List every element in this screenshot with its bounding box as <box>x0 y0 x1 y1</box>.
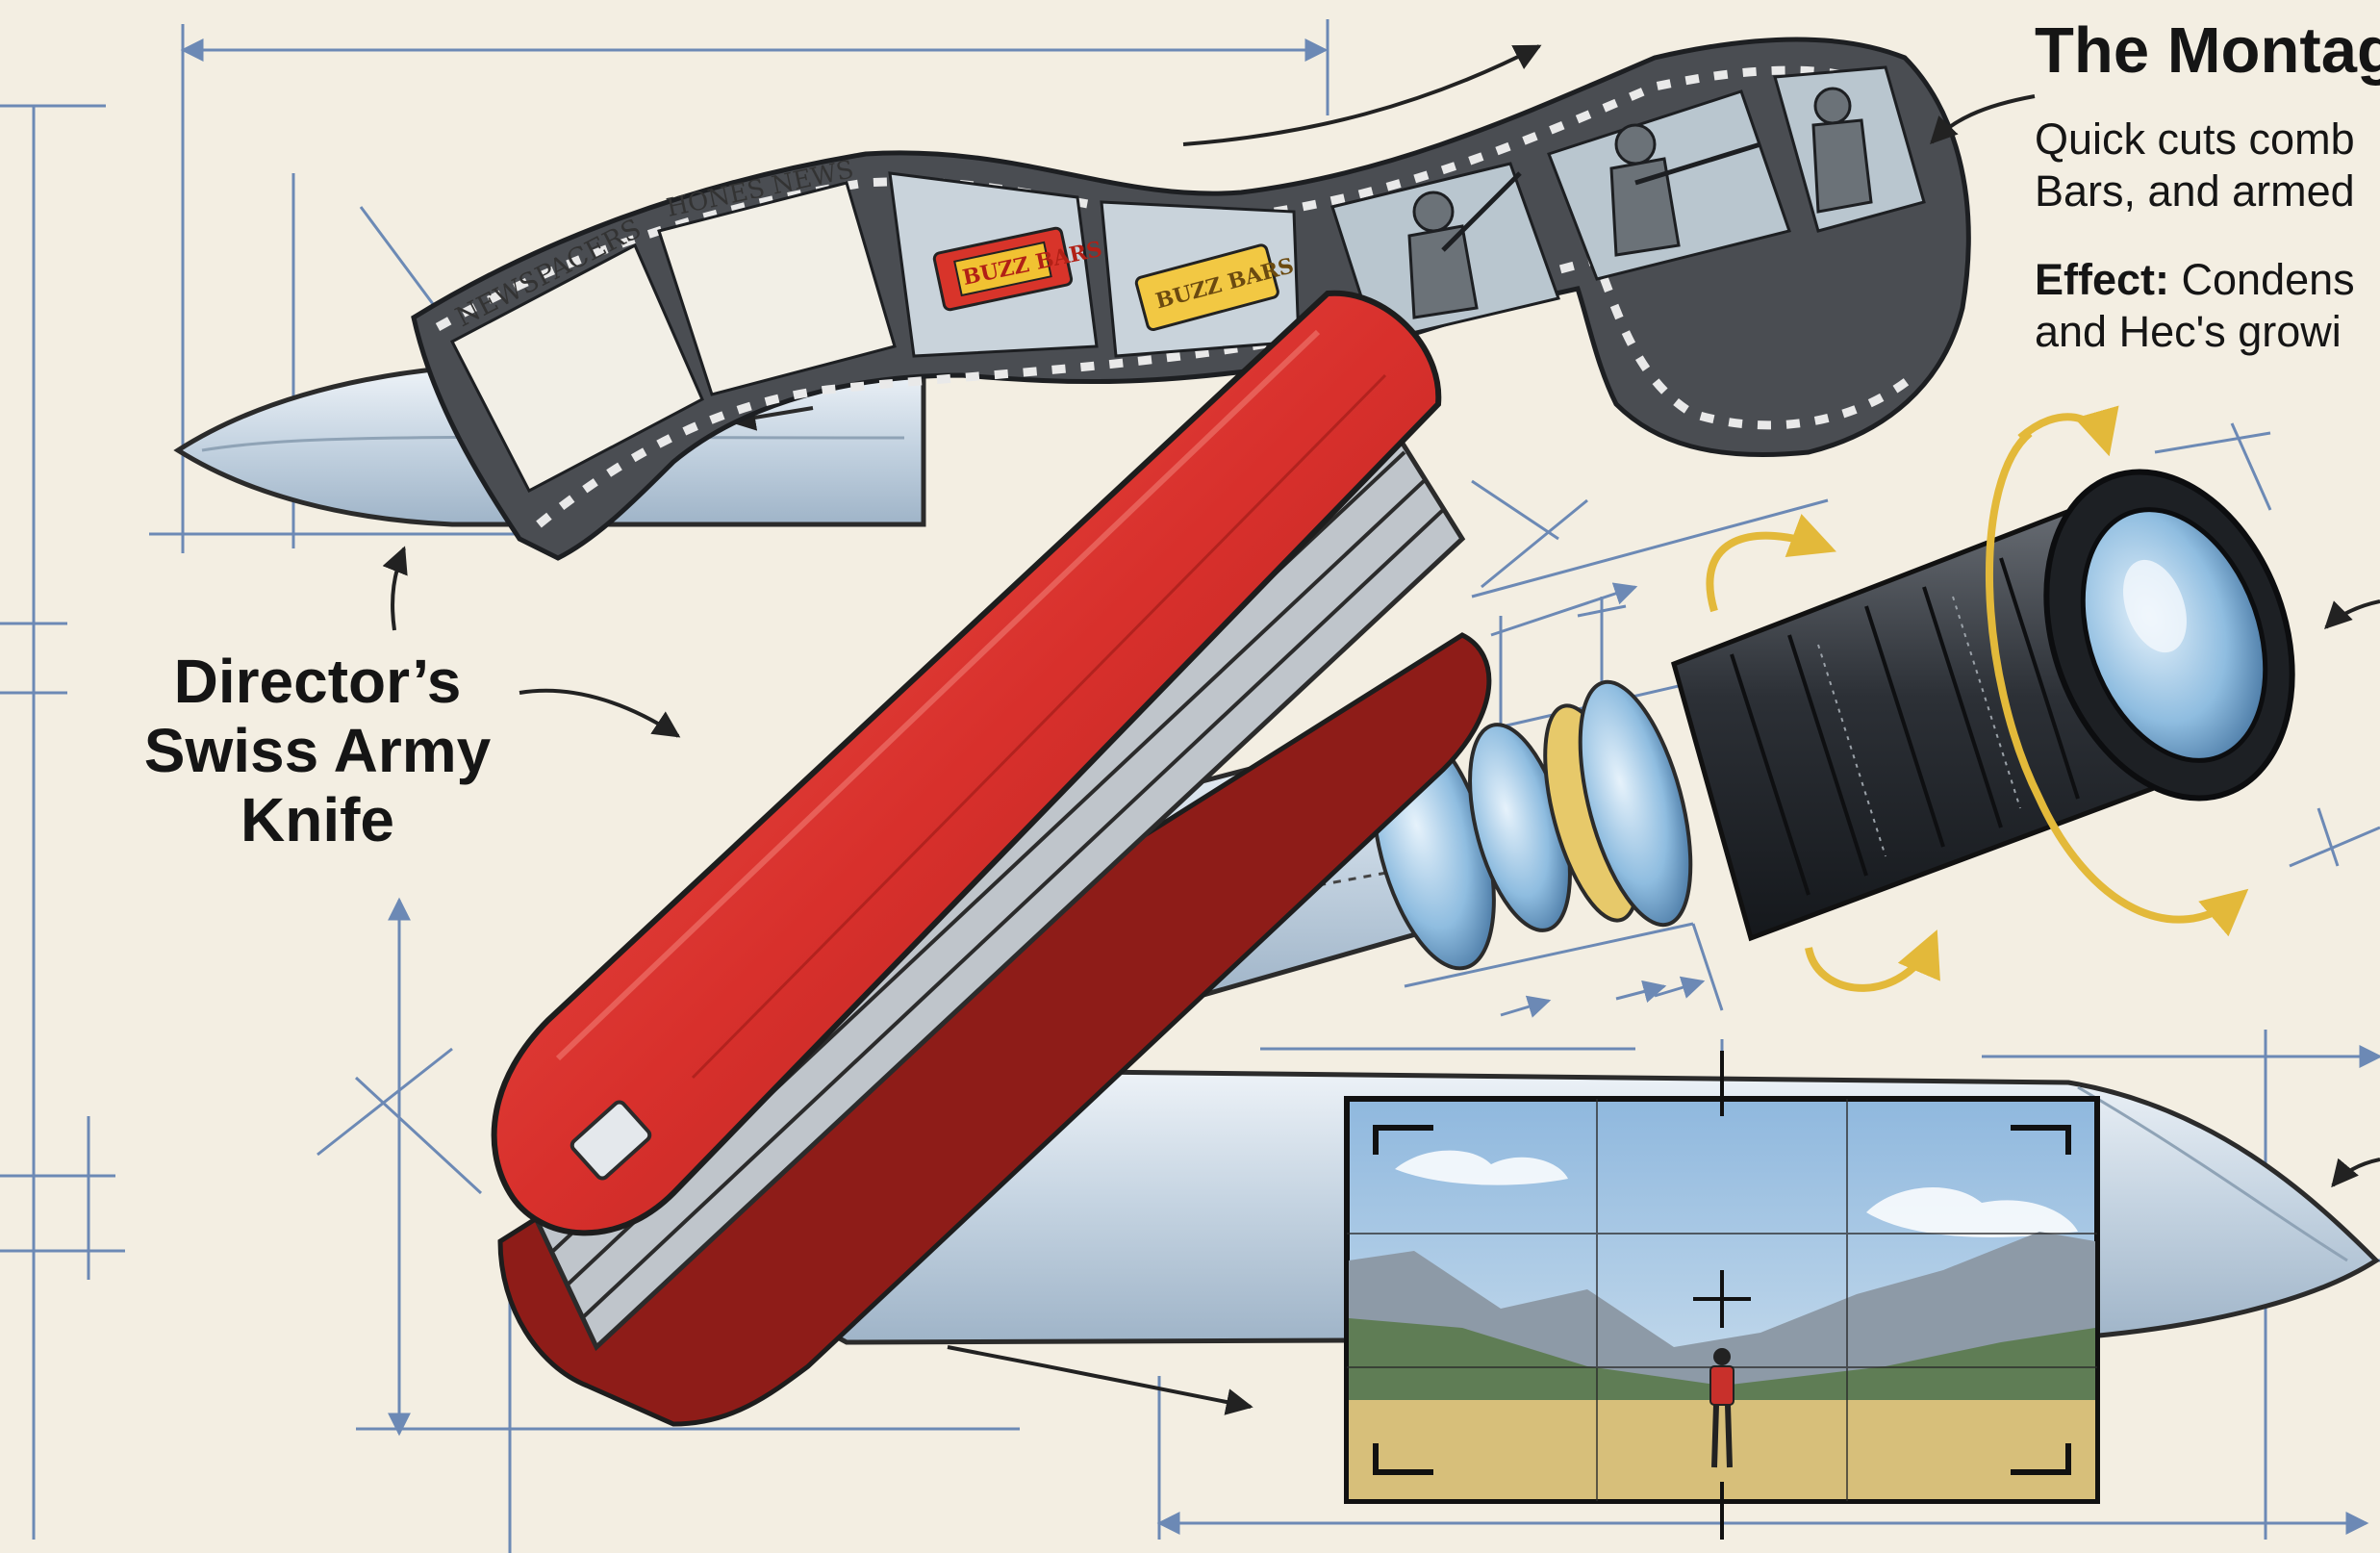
title-line-3: Knife <box>115 785 519 854</box>
title-line-2: Swiss Army <box>115 716 519 785</box>
knife-title: Director’s Swiss Army Knife <box>115 647 519 854</box>
title-line-1: Director’s <box>115 647 519 716</box>
effect-line-1-text: Condens <box>2169 255 2355 304</box>
panel-effect-line-2: and Hec's growi <box>2035 306 2355 358</box>
panel-effect: Effect: Condens and Hec's growi <box>2035 254 2355 358</box>
montage-panel: The Montag Quick cuts comb Bars, and arm… <box>2035 8 2380 393</box>
panel-description-line-2: Bars, and armed <box>2035 165 2355 217</box>
effect-label: Effect: <box>2035 255 2169 304</box>
panel-description-line-1: Quick cuts comb <box>2035 114 2355 165</box>
panel-effect-line-1: Effect: Condens <box>2035 254 2355 306</box>
panel-title: The Montag <box>2035 8 2380 94</box>
viewfinder-frame <box>1347 1051 2097 1540</box>
panel-description: Quick cuts comb Bars, and armed <box>2035 114 2355 217</box>
